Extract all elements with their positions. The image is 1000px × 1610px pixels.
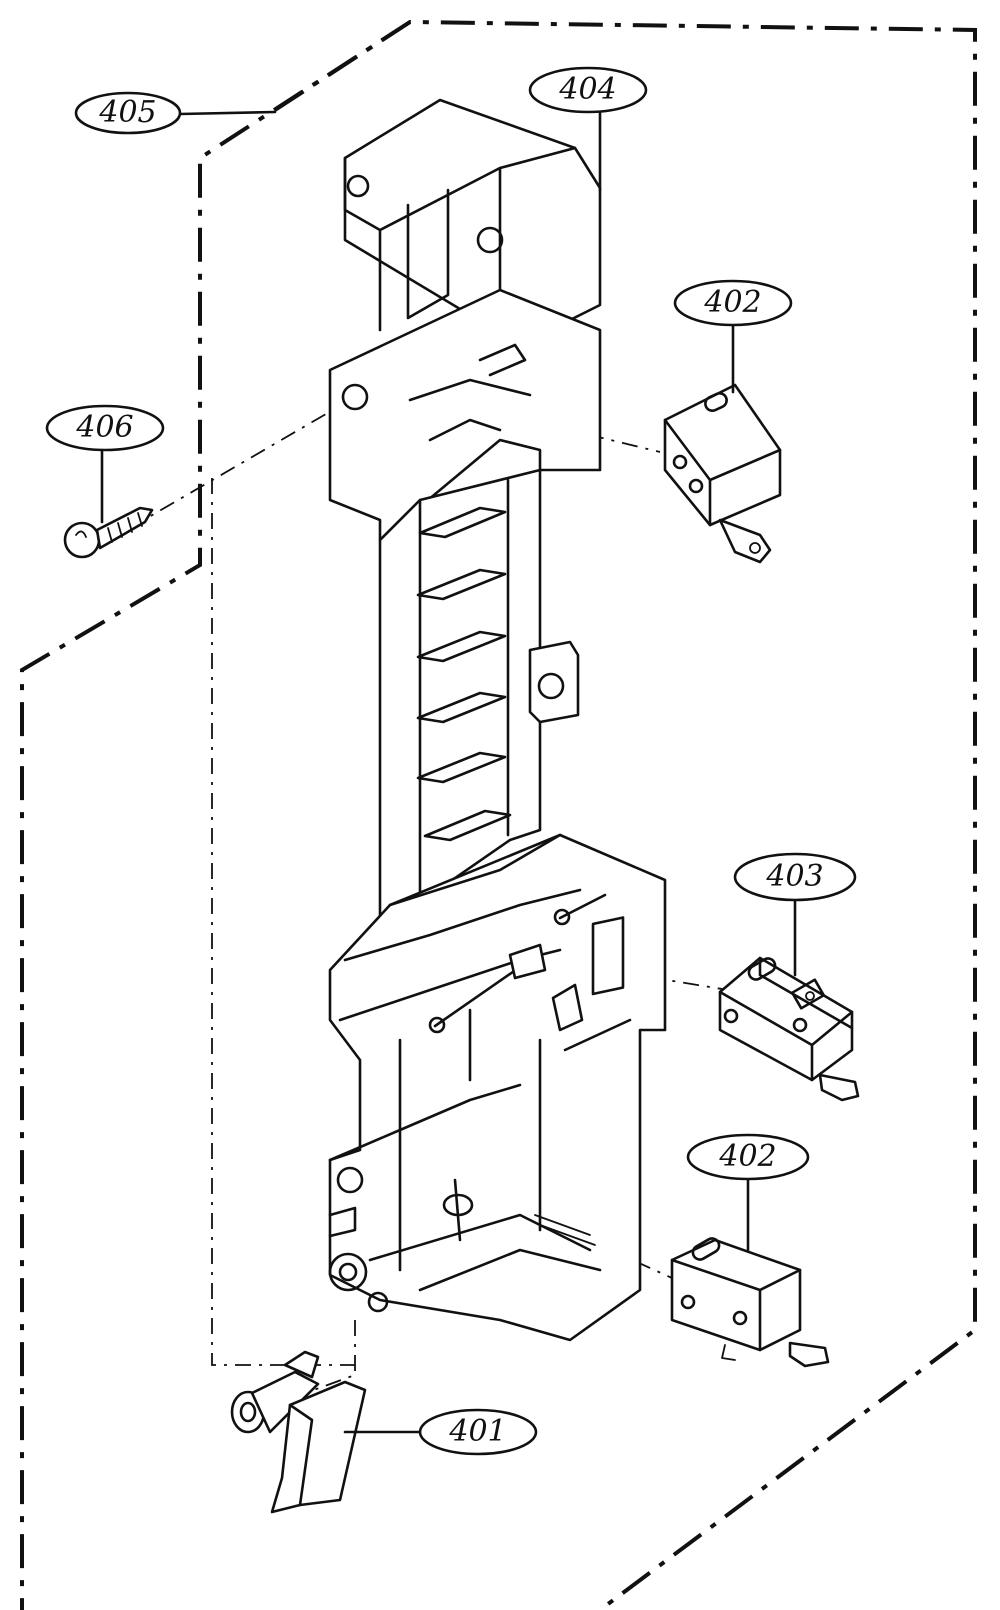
switch-guide-line-mid	[544, 959, 729, 991]
assembly-boundary	[273, 19, 977, 1610]
callout-401: 401	[418, 1408, 538, 1456]
callout-403-label: 403	[765, 859, 823, 894]
callout-402-top-label: 402	[703, 285, 761, 320]
callout-405-label: 405	[98, 95, 156, 130]
switch-middle	[718, 956, 860, 1102]
switch-bottom	[670, 1237, 830, 1368]
callout-404: 404	[528, 66, 648, 114]
callout-404-label: 404	[558, 72, 616, 107]
callout-406: 406	[45, 404, 165, 452]
leader-405	[178, 110, 277, 116]
lever-guide-line	[299, 1320, 356, 1396]
callout-405: 405	[74, 91, 182, 135]
assembly-boundary-left	[20, 20, 412, 1610]
callout-402-bottom: 402	[686, 1133, 810, 1181]
callout-402-top: 402	[673, 279, 793, 327]
screw-guide-line	[129, 399, 351, 529]
lever	[230, 1350, 367, 1514]
screw	[63, 506, 154, 559]
latch-board	[328, 98, 667, 1342]
callout-406-label: 406	[75, 410, 133, 445]
callout-401-label: 401	[448, 1414, 506, 1449]
callout-402-bottom-label: 402	[718, 1139, 776, 1174]
callout-403: 403	[733, 852, 857, 902]
switch-top	[663, 383, 782, 564]
